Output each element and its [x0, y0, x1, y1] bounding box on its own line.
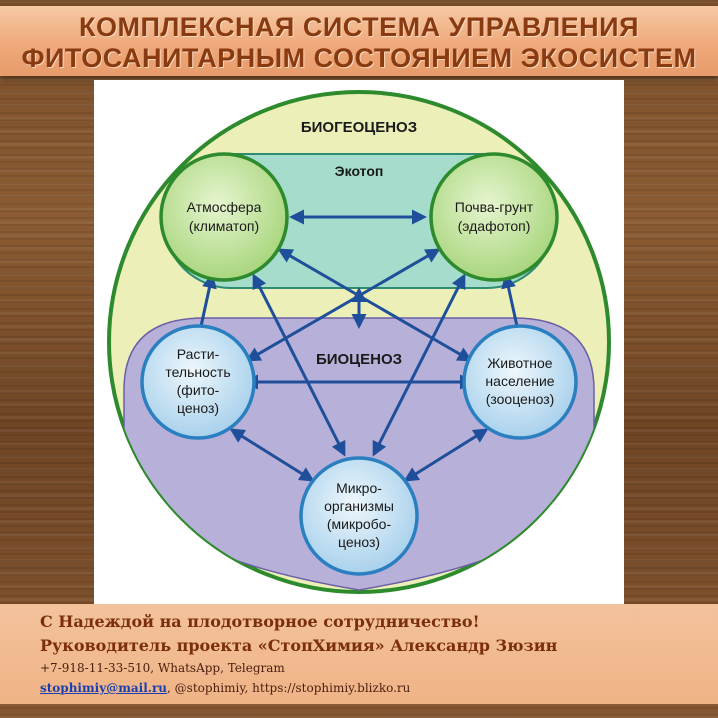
node-atmosphere: Атмосфера (климатоп) [159, 152, 289, 282]
node-vegetation-line2: тельность [165, 364, 230, 380]
biocenosis-label: БИОЦЕНОЗ [316, 351, 402, 368]
title-line-1: КОМПЛЕКСНАЯ СИСТЕМА УПРАВЛЕНИЯ [78, 12, 639, 42]
node-animals-line1: Животное [487, 355, 552, 371]
title-banner: КОМПЛЕКСНАЯ СИСТЕМА УПРАВЛЕНИЯ ФИТОСАНИТ… [0, 6, 718, 76]
arrow-vegetation-microorganisms [229, 428, 315, 482]
footer-links-rest: , @stophimiy, https://stophimiy.blizko.r… [167, 681, 411, 695]
diagram-panel: БИОГЕОЦЕНОЗ Экотоп БИОЦЕНОЗ Атмосфера (к… [94, 80, 624, 604]
node-microorganisms-line2: организмы [324, 498, 394, 514]
node-vegetation: Расти- тельность (фито- ценоз) [140, 324, 256, 440]
node-microorganisms: Микро- организмы (микробо- ценоз) [299, 456, 419, 576]
node-microorganisms-line3: (микробо- [327, 516, 392, 532]
node-vegetation-line4: ценоз) [177, 400, 219, 416]
footer-contact: С Надеждой на плодотворное сотрудничеств… [0, 604, 718, 704]
node-soil-line1: Почва-грунт [455, 199, 534, 215]
node-atmosphere-line2: (климатоп) [189, 218, 259, 234]
email-link[interactable]: stophimiy@mail.ru [40, 681, 168, 695]
relation-arrows [193, 209, 525, 482]
node-vegetation-line3: (фито- [177, 382, 220, 398]
node-animals: Животное население (зооценоз) [462, 324, 578, 440]
footer-links: stophimiy@mail.ru, @stophimiy, https://s… [40, 681, 410, 695]
node-animals-line2: население [485, 373, 554, 389]
title-line-2: ФИТОСАНИТАРНЫМ СОСТОЯНИЕМ ЭКОСИСТЕМ [21, 43, 697, 73]
biogeocenosis-diagram: БИОГЕОЦЕНОЗ Экотоп БИОЦЕНОЗ Атмосфера (к… [107, 90, 611, 594]
biogeocenosis-label: БИОГЕОЦЕНОЗ [301, 119, 417, 136]
arrow-animals-microorganisms [403, 428, 489, 482]
node-vegetation-line1: Расти- [177, 346, 220, 362]
ecotop-label: Экотоп [335, 163, 384, 179]
footer-greeting: С Надеждой на плодотворное сотрудничеств… [40, 612, 480, 631]
node-microorganisms-line1: Микро- [336, 480, 382, 496]
footer-phone: +7-918-11-33-510, WhatsApp, Telegram [40, 661, 285, 675]
arrow-atmosphere-microorganisms [252, 273, 346, 457]
node-soil-line2: (эдафотоп) [458, 218, 531, 234]
node-atmosphere-line1: Атмосфера [187, 199, 262, 215]
node-soil: Почва-грунт (эдафотоп) [429, 152, 559, 282]
footer-project-lead: Руководитель проекта «СтопХимия» Алексан… [40, 636, 558, 655]
arrow-soil-microorganisms [372, 273, 466, 457]
node-animals-line3: (зооценоз) [486, 391, 555, 407]
node-microorganisms-line4: ценоз) [338, 534, 380, 550]
